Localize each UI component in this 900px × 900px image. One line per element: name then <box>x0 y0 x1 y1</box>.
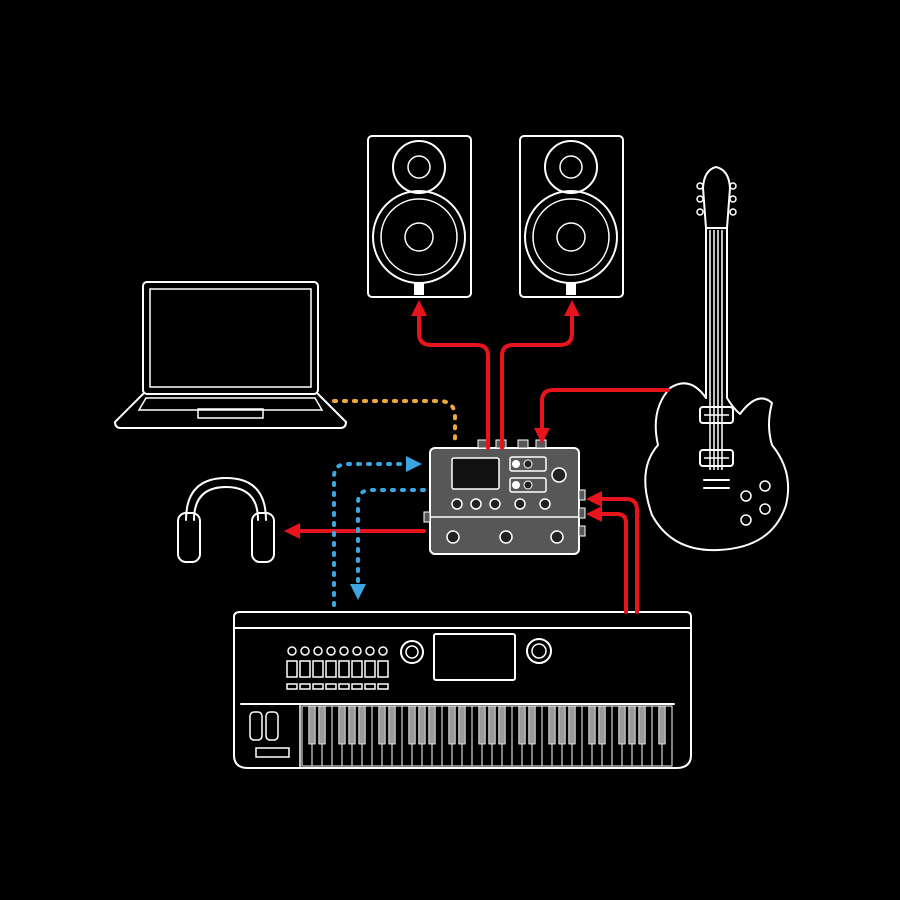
laptop-icon <box>114 281 347 429</box>
black-key <box>478 705 486 745</box>
speaker-left-icon <box>367 135 472 298</box>
black-key <box>418 705 426 745</box>
black-key <box>598 705 606 745</box>
electric-guitar-icon <box>644 166 790 552</box>
black-key <box>448 705 456 745</box>
pad-grid <box>286 646 389 690</box>
black-key <box>618 705 626 745</box>
black-key <box>638 705 646 745</box>
audio-cables <box>284 300 670 614</box>
cable-keyboard-to-processor-2 <box>586 491 639 614</box>
multi-effects-processor-icon <box>423 439 586 555</box>
black-key <box>548 705 556 745</box>
black-key <box>458 705 466 745</box>
black-key <box>318 705 326 745</box>
black-key <box>388 705 396 745</box>
black-key <box>518 705 526 745</box>
black-key <box>358 705 366 745</box>
black-key <box>588 705 596 745</box>
black-key <box>558 705 566 745</box>
cable-keyboard-to-processor-midi <box>332 456 422 607</box>
cable-processor-to-speaker-right <box>500 300 580 450</box>
speaker-right-icon <box>519 135 624 298</box>
cable-laptop-to-processor-usb <box>332 399 457 448</box>
cable-keyboard-to-processor-1 <box>586 506 628 614</box>
black-key <box>378 705 386 745</box>
black-key <box>628 705 636 745</box>
black-key <box>568 705 576 745</box>
black-key <box>658 705 666 745</box>
headphones-icon <box>177 477 275 563</box>
keyboard-synthesizer-icon <box>233 611 692 769</box>
black-key <box>338 705 346 745</box>
black-key <box>308 705 316 745</box>
cable-processor-to-keyboard-midi <box>350 488 426 600</box>
cable-guitar-to-processor <box>534 388 670 444</box>
midi-cables <box>332 456 426 607</box>
cable-processor-to-speaker-left <box>411 300 490 450</box>
black-key <box>498 705 506 745</box>
black-key <box>488 705 496 745</box>
black-key <box>428 705 436 745</box>
black-key <box>348 705 356 745</box>
piano-keys <box>301 705 673 767</box>
black-key <box>528 705 536 745</box>
black-key <box>408 705 416 745</box>
